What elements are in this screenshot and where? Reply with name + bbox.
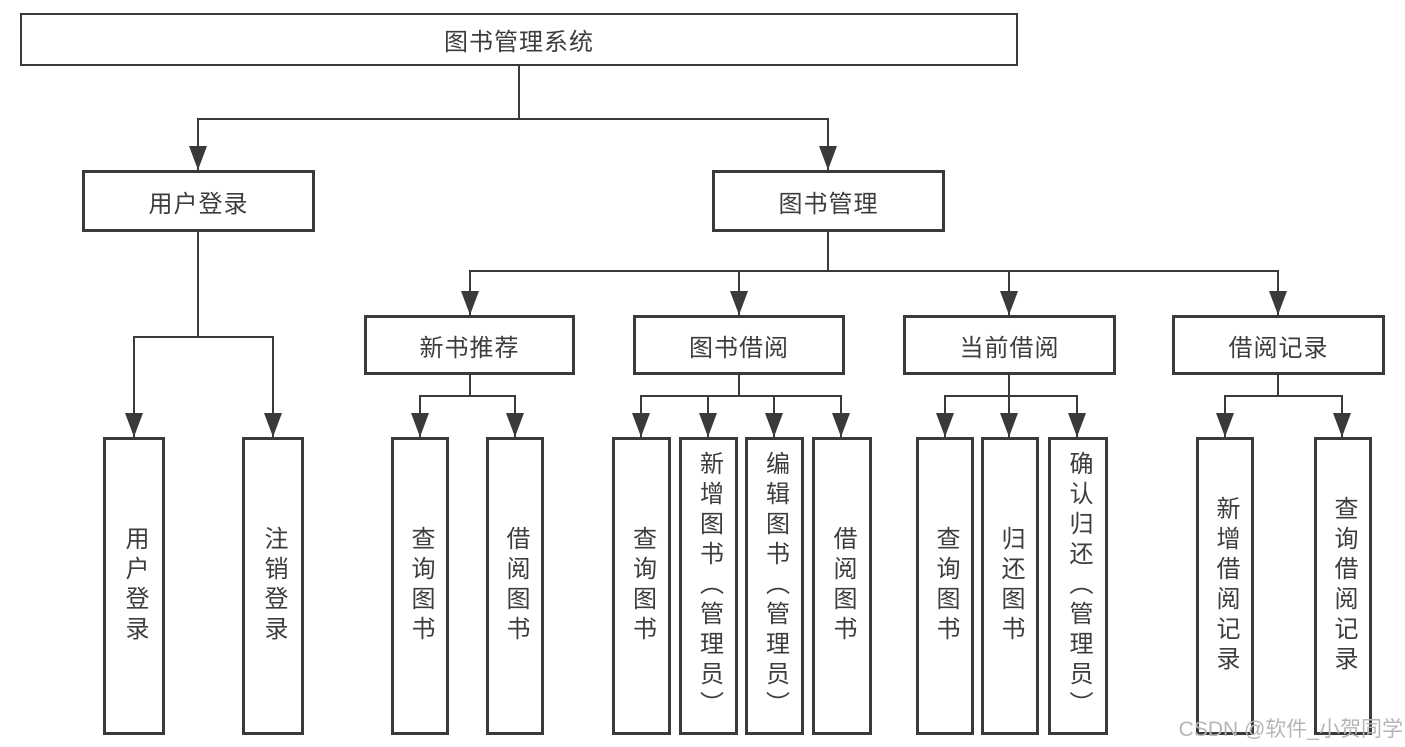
node-current-borrowing: 当前借阅	[903, 315, 1116, 375]
leaf-query-borrow-record: 查询借阅记录	[1314, 437, 1372, 735]
connector-hline	[419, 395, 516, 397]
arrow-down-icon	[189, 146, 207, 170]
node-new-book-recommend: 新书推荐	[364, 315, 575, 375]
leaf-borrow-books-recommend: 借阅图书	[486, 437, 544, 735]
leaf-borrow-books-recommend-label: 借阅图书	[502, 526, 529, 646]
node-book-management-label: 图书管理	[778, 190, 879, 218]
leaf-return-books-label: 归还图书	[997, 526, 1024, 646]
leaf-add-borrow-record-label: 新增借阅记录	[1212, 496, 1239, 676]
connector-vline	[738, 375, 740, 397]
connector-hline	[133, 336, 274, 338]
leaf-add-books-admin: 新增图书（管理员）	[679, 437, 738, 735]
arrow-down-icon	[1000, 413, 1018, 437]
arrow-down-icon	[125, 413, 143, 437]
arrow-down-icon	[632, 413, 650, 437]
connector-hline	[469, 270, 1279, 272]
leaf-query-books-current-label: 查询图书	[932, 526, 959, 646]
connector-vline	[827, 232, 829, 272]
node-library-system: 图书管理系统	[20, 13, 1018, 66]
leaf-query-books-borrowing: 查询图书	[612, 437, 671, 735]
arrow-down-icon	[730, 291, 748, 315]
connector-vline	[1008, 375, 1010, 397]
node-library-system-label: 图书管理系统	[444, 29, 594, 56]
connector-vline	[827, 118, 829, 170]
leaf-borrow-books-borrowing: 借阅图书	[812, 437, 872, 735]
csdn-watermark: CSDN @软件_小贺同学	[1178, 718, 1403, 741]
connector-vline	[469, 375, 471, 397]
arrow-down-icon	[936, 413, 954, 437]
node-book-borrowing: 图书借阅	[633, 315, 845, 375]
arrow-down-icon	[1333, 413, 1351, 437]
arrow-down-icon	[461, 291, 479, 315]
leaf-borrow-books-borrowing-label: 借阅图书	[829, 526, 856, 646]
leaf-return-books: 归还图书	[981, 437, 1039, 735]
node-borrow-records: 借阅记录	[1172, 315, 1385, 375]
arrow-down-icon	[1000, 291, 1018, 315]
leaf-query-books-recommend: 查询图书	[391, 437, 449, 735]
arrow-down-icon	[264, 413, 282, 437]
node-current-borrowing-label: 当前借阅	[959, 334, 1060, 362]
arrow-down-icon	[1216, 413, 1234, 437]
node-new-book-recommend-label: 新书推荐	[419, 334, 520, 362]
leaf-logout: 注销登录	[242, 437, 304, 735]
arrow-down-icon	[832, 413, 850, 437]
leaf-confirm-return-admin-label: 确认归还（管理员）	[1065, 451, 1092, 721]
leaf-user-login-label: 用户登录	[121, 526, 148, 646]
connector-vline	[1277, 375, 1279, 397]
node-user-login-label: 用户登录	[148, 190, 249, 218]
node-user-login: 用户登录	[82, 170, 315, 232]
connector-hline	[640, 395, 842, 397]
leaf-query-books-recommend-label: 查询图书	[407, 526, 434, 646]
connector-hline	[197, 118, 829, 120]
arrow-down-icon	[699, 413, 717, 437]
connector-vline	[197, 118, 199, 170]
arrow-down-icon	[819, 146, 837, 170]
leaf-edit-books-admin: 编辑图书（管理员）	[745, 437, 804, 735]
arrow-down-icon	[765, 413, 783, 437]
arrow-down-icon	[1269, 291, 1287, 315]
leaf-edit-books-admin-label: 编辑图书（管理员）	[761, 451, 789, 721]
connector-hline	[944, 395, 1078, 397]
arrow-down-icon	[1068, 413, 1086, 437]
leaf-add-borrow-record: 新增借阅记录	[1196, 437, 1254, 735]
leaf-user-login: 用户登录	[103, 437, 165, 735]
node-book-management: 图书管理	[712, 170, 945, 232]
leaf-add-books-admin-label: 新增图书（管理员）	[695, 451, 723, 721]
node-borrow-records-label: 借阅记录	[1228, 334, 1329, 362]
connector-hline	[1224, 395, 1343, 397]
leaf-query-books-current: 查询图书	[916, 437, 974, 735]
arrow-down-icon	[411, 413, 429, 437]
node-book-borrowing-label: 图书借阅	[689, 334, 789, 362]
connector-vline	[518, 66, 520, 119]
leaf-confirm-return-admin: 确认归还（管理员）	[1048, 437, 1108, 735]
leaf-query-books-borrowing-label: 查询图书	[628, 526, 656, 646]
leaf-logout-label: 注销登录	[260, 526, 287, 646]
connector-vline	[197, 232, 199, 338]
leaf-query-borrow-record-label: 查询借阅记录	[1330, 496, 1357, 676]
connector-vline	[272, 336, 274, 437]
connector-vline	[133, 336, 135, 437]
arrow-down-icon	[506, 413, 524, 437]
